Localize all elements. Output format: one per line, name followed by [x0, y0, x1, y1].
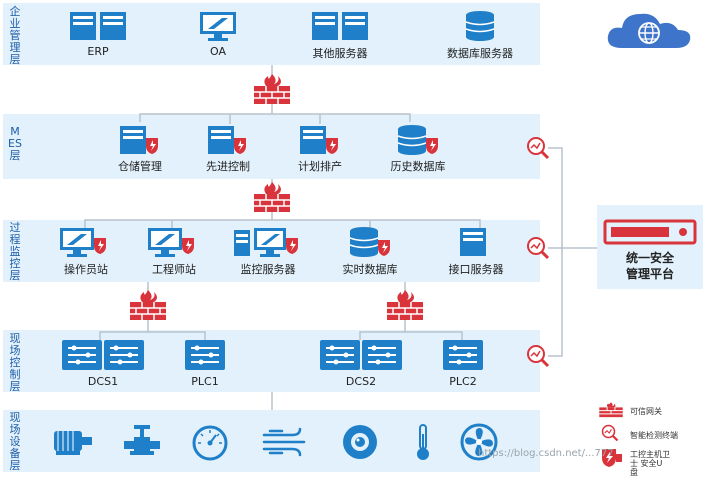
plc-icon — [443, 340, 483, 370]
firewall-2 — [252, 180, 292, 214]
legend-detector-label: 智能检测终端 — [630, 431, 678, 440]
node-operator-station[interactable]: 操作员站 — [56, 226, 116, 278]
server-icon — [312, 12, 368, 40]
node-interface-server[interactable]: 接口服务器 — [446, 226, 506, 278]
node-other-servers[interactable]: 其他服务器 — [310, 10, 370, 60]
node-label: 数据库服务器 — [447, 47, 513, 60]
legend-usb — [600, 446, 624, 468]
node-engineer-station[interactable]: 工程师站 — [144, 226, 204, 278]
node-oa[interactable]: OA — [188, 10, 248, 60]
node-label: 先进控制 — [206, 160, 250, 173]
node-db-server[interactable]: 数据库服务器 — [447, 10, 513, 60]
legend-detector — [601, 424, 619, 442]
node-label: 计划排产 — [298, 160, 342, 173]
layer-label-mes: MES层 — [8, 125, 22, 162]
firewall-icon — [387, 290, 423, 320]
magnifier-detector-icon — [601, 424, 619, 442]
firewall-icon — [130, 290, 166, 320]
layer-label-enterprise: 企业管理层 — [9, 5, 21, 66]
node-label: PLC1 — [191, 375, 219, 388]
node-label: 接口服务器 — [448, 263, 504, 276]
node-monitor-server[interactable]: 监控服务器 — [232, 226, 304, 278]
node-erp[interactable]: ERP — [68, 10, 128, 60]
node-advanced-control[interactable]: 先进控制 — [198, 124, 258, 176]
magnifier-detector-icon — [527, 345, 550, 368]
mes-layer — [3, 114, 540, 179]
node-label: PLC2 — [449, 375, 477, 388]
valve-icon — [122, 423, 162, 461]
database-icon — [349, 227, 390, 257]
watermark: https://blog.csdn.net/...777 — [478, 448, 614, 459]
legend-firewall-label: 可信网关 — [630, 407, 662, 416]
node-label: 实时数据库 — [342, 263, 398, 276]
node-dcs2[interactable]: DCS2 — [316, 338, 406, 390]
monitor-icon — [60, 228, 106, 257]
server-icon — [300, 126, 338, 154]
node-label: 仓储管理 — [118, 160, 162, 173]
appliance-icon — [603, 219, 697, 245]
server-icon — [460, 228, 486, 256]
server-icon — [70, 12, 126, 40]
platform-label-line2: 管理平台 — [625, 267, 674, 281]
plc-icon — [185, 340, 225, 370]
node-label: ERP — [87, 45, 109, 58]
monitor-icon — [208, 126, 246, 154]
node-plc1[interactable]: PLC1 — [182, 338, 228, 390]
platform-label-line1: 统一安全 — [625, 251, 674, 265]
node-warehouse[interactable]: 仓储管理 — [110, 124, 170, 176]
firewall-3 — [128, 288, 168, 322]
node-label: DCS1 — [87, 375, 119, 388]
globe-cloud-icon — [607, 13, 691, 48]
wind-icon — [260, 425, 310, 459]
detector-3 — [526, 344, 550, 368]
firewall-icon — [254, 182, 290, 212]
node-scheduling[interactable]: 计划排产 — [290, 124, 350, 176]
firewall-icon — [599, 402, 623, 418]
plc-icon — [320, 340, 402, 370]
server-icon — [120, 126, 158, 154]
server-icon — [234, 228, 298, 257]
firewall-4 — [385, 288, 425, 322]
node-dcs1[interactable]: DCS1 — [58, 338, 148, 390]
shield-lightning-icon — [602, 449, 622, 467]
plc-icon — [62, 340, 144, 370]
magnifier-detector-icon — [527, 137, 550, 160]
node-label: 历史数据库 — [390, 160, 446, 173]
node-label: DCS2 — [345, 375, 377, 388]
cloud-node — [604, 8, 694, 52]
detector-1 — [526, 136, 550, 160]
monitor-icon — [200, 12, 236, 41]
firewall-1 — [252, 72, 292, 106]
node-label: 其他服务器 — [312, 47, 368, 60]
node-history-db[interactable]: 历史数据库 — [388, 124, 448, 176]
layer-label-field-device: 现场设备层 — [9, 411, 21, 472]
node-plc2[interactable]: PLC2 — [440, 338, 486, 390]
node-label: 工程师站 — [152, 263, 196, 276]
node-label: 操作员站 — [64, 263, 108, 276]
camera-lens-icon — [340, 423, 380, 461]
firewall-icon — [254, 74, 290, 104]
database-icon — [465, 11, 495, 41]
node-realtime-db[interactable]: 实时数据库 — [340, 226, 400, 278]
fan-icon — [458, 422, 500, 462]
security-platform[interactable]: 统一安全 管理平台 — [597, 205, 703, 289]
node-label: 监控服务器 — [240, 263, 296, 276]
legend-firewall — [598, 402, 624, 418]
detector-2 — [526, 236, 550, 260]
thermometer-icon — [410, 422, 436, 462]
layer-label-field-control: 现场控制层 — [9, 332, 21, 393]
motor-icon — [50, 425, 96, 459]
node-label: OA — [210, 45, 226, 58]
magnifier-detector-icon — [527, 237, 550, 260]
monitor-icon — [148, 228, 194, 257]
legend-usb-label: 工控主机卫士 安全U盘 — [630, 450, 670, 477]
database-icon — [397, 125, 438, 155]
layer-label-process: 过程监控层 — [9, 221, 21, 282]
gauge-icon — [190, 423, 230, 461]
